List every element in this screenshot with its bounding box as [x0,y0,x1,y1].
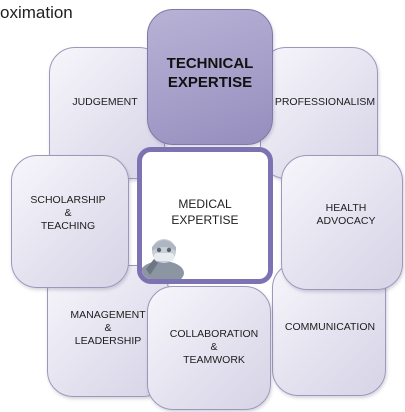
tile-label-technical-expertise: TECHNICAL EXPERTISE [166,55,254,91]
surgeon-photo-icon [142,229,186,279]
tile-label-communication: COMMUNICATION [284,321,376,333]
tile-label-collaboration-teamwork: COLLABORATION & TEAMWORK [169,328,259,366]
center-medical-expertise: MEDICAL EXPERTISE [137,147,273,284]
tile-label-judgement: JUDGEMENT [72,96,138,108]
tile-label-professionalism: PROFESSIONALISM [274,96,376,108]
tile-label-management-leadership: MANAGEMENT & LEADERSHIP [70,309,146,347]
center-label: MEDICAL EXPERTISE [171,197,239,227]
tile-health-advocacy [281,155,403,290]
tile-collaboration-teamwork [147,286,271,410]
tile-label-health-advocacy: HEALTH ADVOCACY [316,202,376,227]
tile-label-scholarship-teaching: SCHOLARSHIP & TEACHING [30,194,106,232]
tile-technical-expertise [147,9,273,145]
tile-scholarship-teaching [11,155,129,288]
caption-text: oximation [0,3,73,22]
